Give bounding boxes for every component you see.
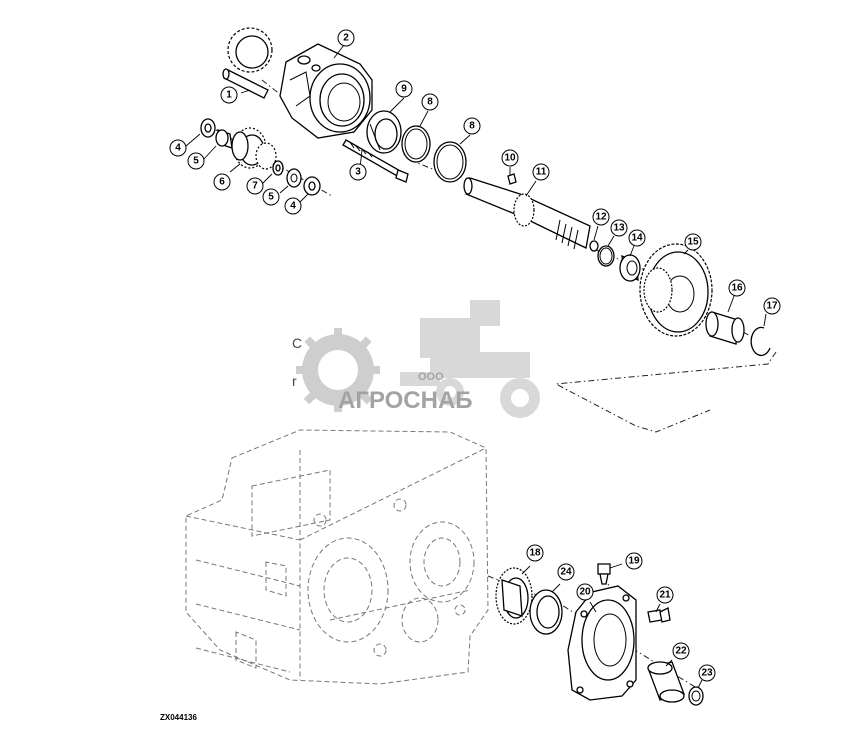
svg-text:23: 23 bbox=[701, 668, 713, 679]
svg-text:18: 18 bbox=[529, 548, 541, 559]
callout-7: 7 bbox=[246, 177, 264, 195]
svg-text:17: 17 bbox=[766, 301, 778, 312]
part-bushing-bottom bbox=[647, 661, 685, 703]
svg-text:11: 11 bbox=[536, 167, 547, 178]
part-washer-right bbox=[303, 176, 321, 196]
svg-text:9: 9 bbox=[401, 84, 407, 95]
callout-20: 20 bbox=[576, 583, 594, 601]
callout-8-first: 8 bbox=[421, 93, 439, 111]
callout-6: 6 bbox=[213, 173, 231, 191]
part-large-gear bbox=[639, 243, 713, 337]
watermark-gear-icon bbox=[296, 328, 380, 412]
svg-text:13: 13 bbox=[613, 223, 625, 234]
callout-23: 23 bbox=[698, 664, 716, 682]
callout-4-right: 4 bbox=[284, 197, 302, 215]
stray-mark-c: C bbox=[292, 335, 302, 351]
callout-22: 22 bbox=[672, 642, 690, 660]
svg-text:8: 8 bbox=[469, 121, 475, 132]
part-bearing-race bbox=[366, 110, 402, 154]
svg-text:10: 10 bbox=[504, 153, 516, 164]
watermark-company-name: АГРОСНАБ bbox=[338, 387, 473, 414]
part-flange-housing bbox=[567, 585, 637, 701]
part-snap-ring-1 bbox=[401, 125, 431, 163]
svg-text:19: 19 bbox=[628, 556, 640, 567]
svg-text:15: 15 bbox=[687, 237, 699, 248]
part-output-gear bbox=[495, 567, 533, 625]
callout-10: 10 bbox=[501, 149, 519, 167]
svg-text:5: 5 bbox=[193, 156, 199, 167]
callout-15: 15 bbox=[684, 233, 702, 251]
part-bearing bbox=[619, 254, 641, 282]
svg-text:14: 14 bbox=[631, 233, 643, 244]
callout-8-second: 8 bbox=[463, 117, 481, 135]
callout-16: 16 bbox=[728, 279, 746, 297]
part-washer-left bbox=[200, 118, 216, 138]
watermark-company-prefix: ООО bbox=[418, 371, 444, 383]
svg-text:8: 8 bbox=[427, 97, 433, 108]
svg-text:20: 20 bbox=[579, 587, 591, 598]
svg-text:16: 16 bbox=[731, 283, 743, 294]
svg-text:4: 4 bbox=[290, 201, 296, 212]
svg-text:2: 2 bbox=[343, 33, 349, 44]
part-carrier-housing bbox=[279, 43, 373, 139]
callout-4-left: 4 bbox=[169, 139, 187, 157]
figure-code: ZX044136 bbox=[160, 713, 197, 722]
svg-text:5: 5 bbox=[268, 192, 274, 203]
svg-text:3: 3 bbox=[355, 167, 361, 178]
part-bolt bbox=[647, 607, 671, 623]
callout-11: 11 bbox=[532, 163, 550, 181]
svg-text:24: 24 bbox=[560, 567, 572, 578]
callout-21: 21 bbox=[656, 586, 674, 604]
part-retaining-ring-top bbox=[750, 326, 771, 357]
callout-18: 18 bbox=[526, 544, 544, 562]
callout-2: 2 bbox=[337, 29, 355, 47]
part-needle-bearing-right bbox=[286, 168, 302, 188]
part-plug bbox=[597, 563, 611, 585]
part-planet-gear-top bbox=[227, 27, 273, 73]
leader-lines bbox=[185, 44, 767, 689]
svg-text:21: 21 bbox=[659, 590, 671, 601]
svg-text:7: 7 bbox=[252, 181, 258, 192]
callout-5-right: 5 bbox=[262, 188, 280, 206]
svg-text:6: 6 bbox=[219, 177, 225, 188]
svg-text:1: 1 bbox=[226, 90, 232, 101]
callout-1: 1 bbox=[220, 86, 238, 104]
part-bearing-cup bbox=[529, 589, 563, 635]
part-circlip bbox=[597, 245, 615, 267]
callout-13: 13 bbox=[610, 219, 628, 237]
callout-5-left: 5 bbox=[187, 152, 205, 170]
part-retaining-ring-bottom bbox=[688, 686, 704, 706]
callout-14: 14 bbox=[628, 229, 646, 247]
part-key bbox=[507, 173, 517, 185]
svg-text:12: 12 bbox=[595, 212, 607, 223]
stray-mark-r: r bbox=[292, 373, 297, 389]
callout-24: 24 bbox=[557, 563, 575, 581]
svg-text:22: 22 bbox=[675, 646, 687, 657]
transmission-housing-outline bbox=[185, 429, 489, 685]
part-small-ring bbox=[589, 240, 599, 252]
callout-3: 3 bbox=[349, 163, 367, 181]
part-bushing-top bbox=[705, 311, 745, 345]
callout-9: 9 bbox=[395, 80, 413, 98]
watermark-logo: ООО АГРОСНАБ C r bbox=[292, 300, 540, 418]
part-long-bolt bbox=[342, 139, 409, 183]
svg-text:4: 4 bbox=[175, 143, 181, 154]
part-snap-ring-2 bbox=[433, 141, 467, 183]
part-spacer bbox=[272, 160, 284, 176]
part-pin bbox=[222, 68, 269, 99]
callout-12: 12 bbox=[592, 208, 610, 226]
part-needle-bearing-left bbox=[215, 129, 233, 149]
watermark-combine-harvester-icon bbox=[400, 300, 540, 418]
part-cluster-gear bbox=[231, 127, 277, 170]
callout-17: 17 bbox=[763, 297, 781, 315]
callout-19: 19 bbox=[625, 552, 643, 570]
part-shaft bbox=[463, 177, 591, 250]
